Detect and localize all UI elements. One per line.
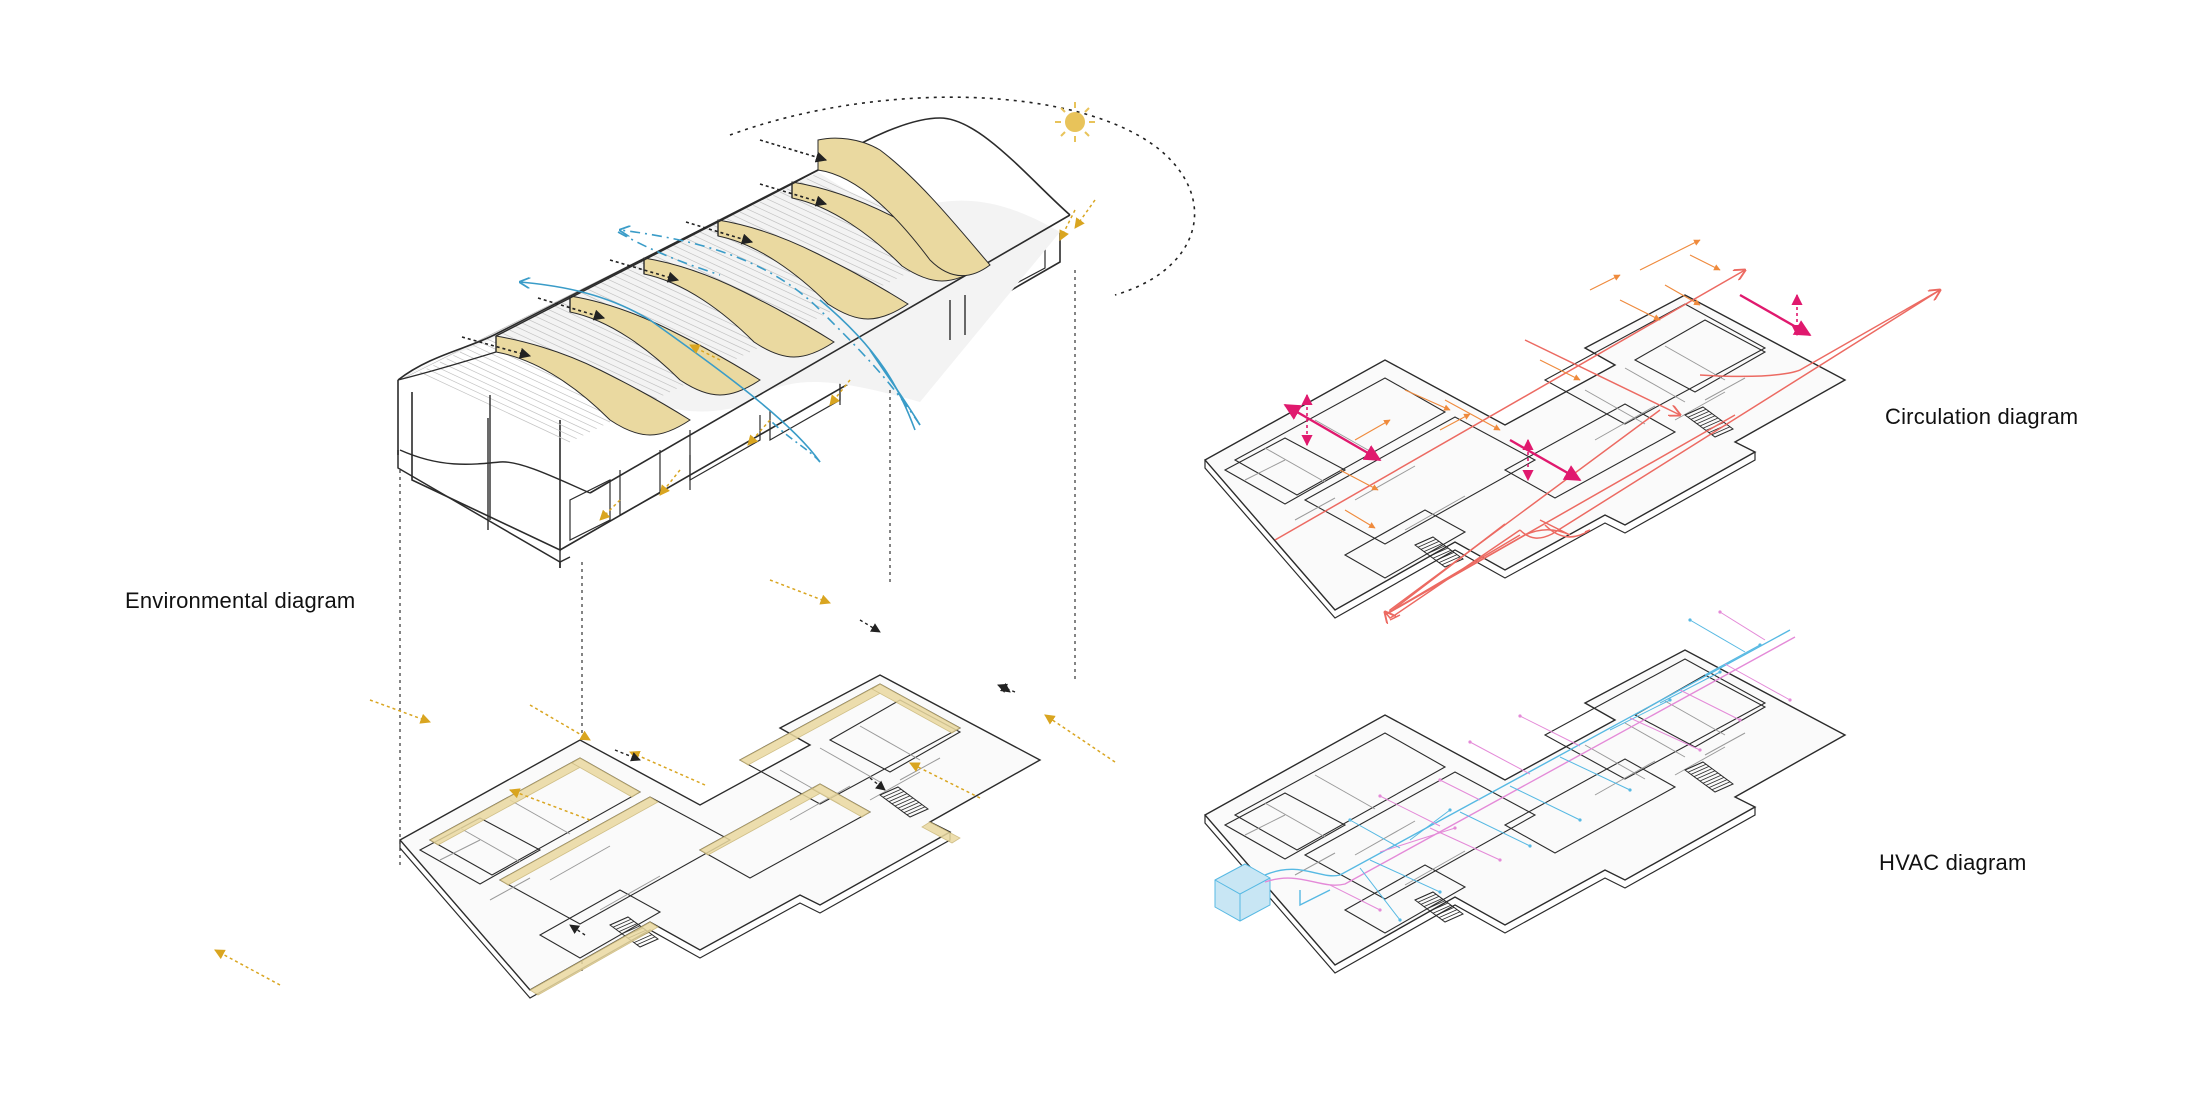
hvac-unit [1214,863,1271,922]
room-access-arrows [1339,239,1721,529]
environmental-plan [214,344,1116,999]
staircase [1414,891,1464,923]
staircase [1684,761,1734,793]
hvac-ducts [1264,629,1796,907]
hvac-diagram-label: HVAC diagram [1879,850,2027,875]
staircase [879,786,929,818]
sun-icon [1055,102,1095,142]
environmental-roof-model [397,96,1196,975]
circulation-plan [1203,239,1940,620]
daylight-arrows [214,344,1116,986]
wind-flow-arrows [520,230,921,463]
circulation-diagram-label: Circulation diagram [1885,404,2079,429]
hvac-plan [1203,610,1847,974]
solar-exposure-walls [429,683,961,996]
main-circulation-route [1274,270,1940,620]
staircase [1684,406,1734,438]
daylight-arrows [599,199,1096,521]
roof-light-wedges [495,137,991,436]
heat-flow-arrows [569,619,1016,936]
environmental-diagram-label: Environmental diagram [125,588,356,613]
staircase [1414,536,1464,568]
hvac-branches [1329,610,1792,922]
